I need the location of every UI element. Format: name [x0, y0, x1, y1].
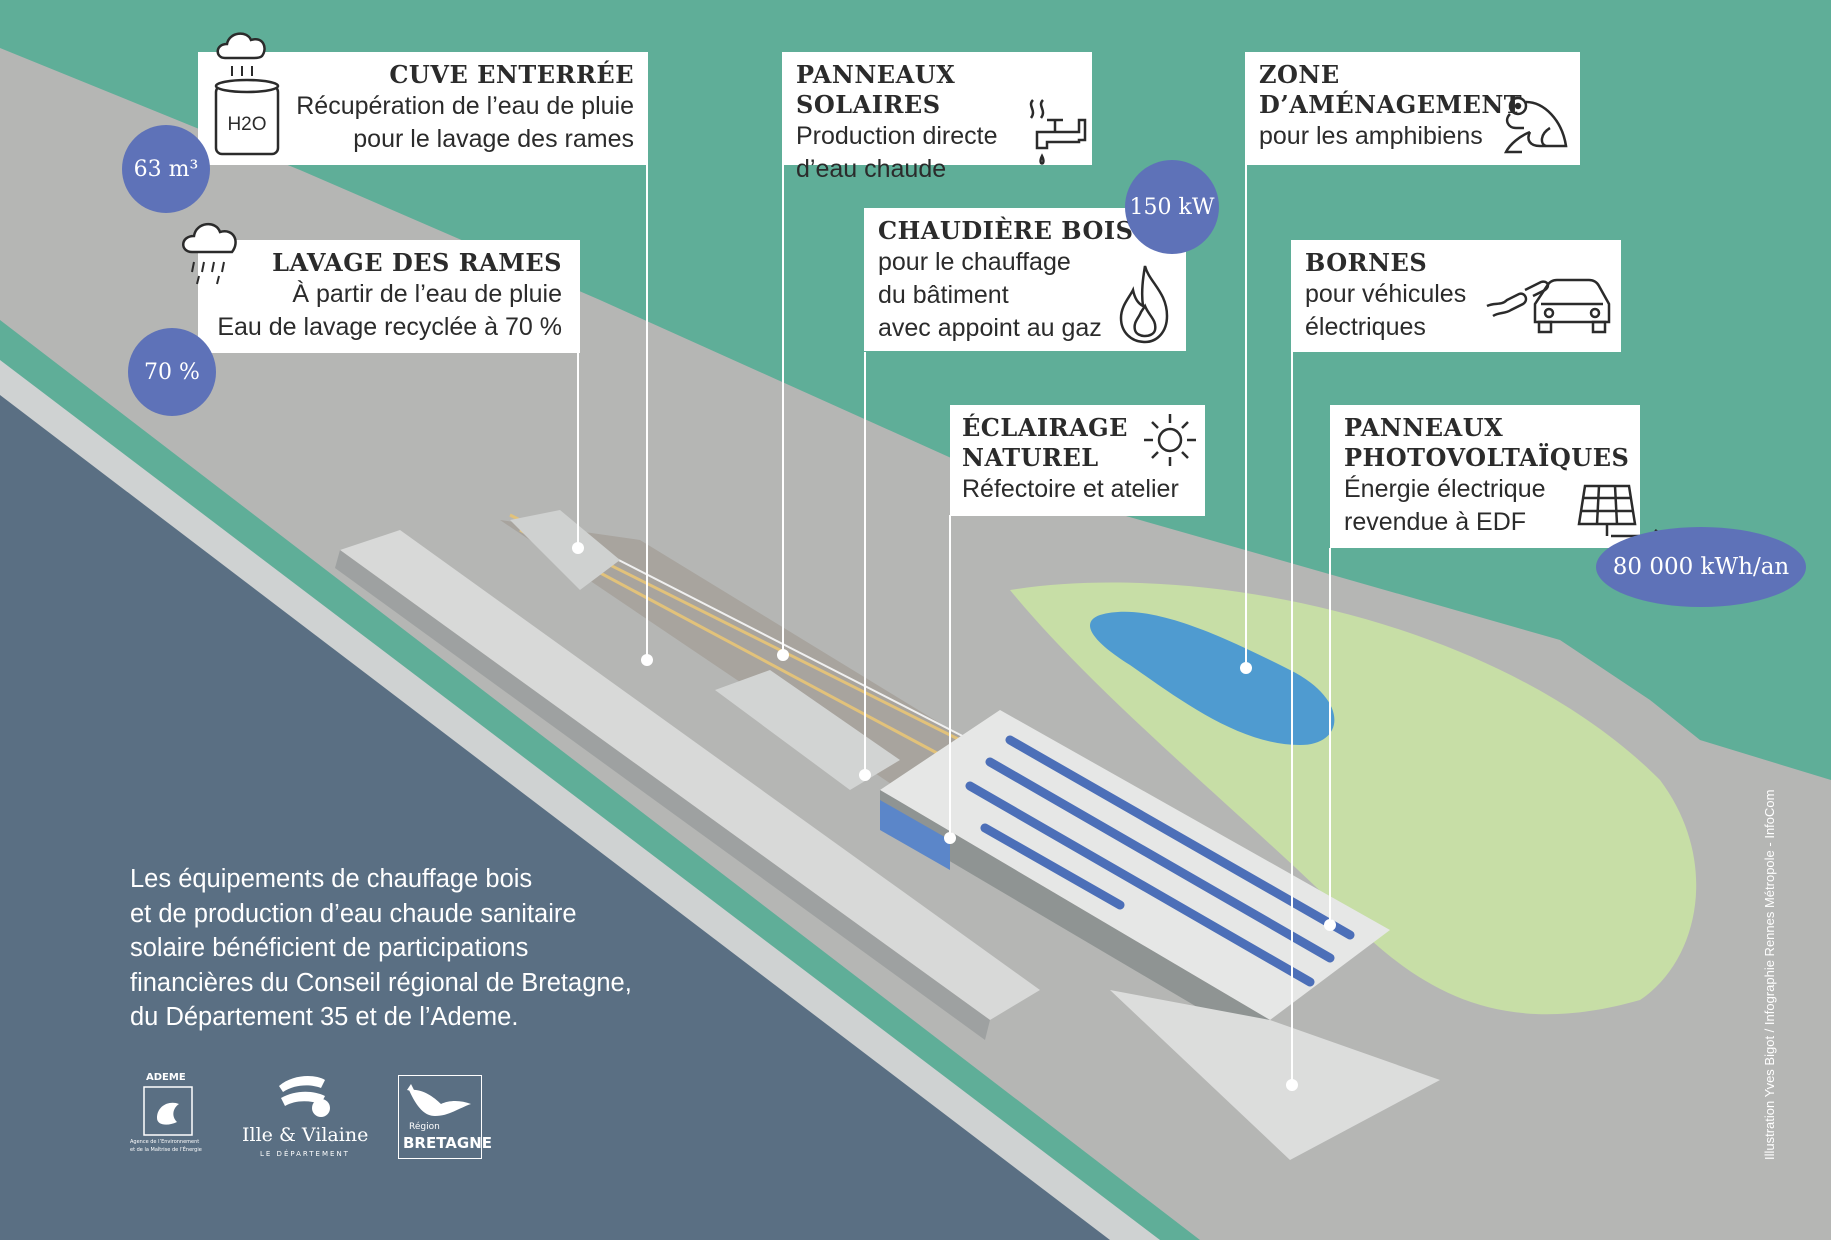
callout-title: ZONE D’AMÉNAGEMENT	[1259, 60, 1523, 119]
flame-icon	[1119, 265, 1169, 344]
ev-charging-car-icon	[1486, 278, 1611, 334]
callout-title: CUVE ENTERRÉE	[389, 60, 634, 89]
main-depot-roof	[880, 710, 1390, 1020]
rail-line	[559, 529, 981, 746]
callout-text: pour le chauffage du bâtiment avec appoi…	[878, 248, 1102, 342]
ademe-caption: Agence de l’Environnement et de la Maîtr…	[130, 1139, 202, 1153]
callout-text: Réfectoire et atelier	[962, 475, 1179, 503]
central-building	[715, 670, 900, 790]
glass-facade	[880, 800, 950, 870]
callout-chaudiere: CHAUDIÈRE BOIS pour le chauffage du bâti…	[864, 208, 1186, 351]
solar-panel-icon	[1577, 484, 1666, 543]
frog-icon	[1503, 96, 1568, 154]
callout-text: Énergie électrique revendue à EDF	[1344, 475, 1546, 536]
callout-bornes: BORNES pour véhicules électriques	[1291, 240, 1621, 352]
ille-et-vilaine-caption: LE DÉPARTEMENT	[260, 1150, 350, 1158]
badge-value: 63 m³	[133, 156, 199, 182]
cuve-volume-badge: 63 m³	[122, 125, 210, 213]
workshop-building-left-side	[335, 550, 990, 1040]
callout-title: CHAUDIÈRE BOIS	[878, 216, 1134, 245]
pv-energy-badge: 80 000 kWh/an	[1596, 527, 1806, 607]
badge-value: 80 000 kWh/an	[1612, 554, 1790, 580]
callout-title: BORNES	[1305, 248, 1428, 277]
ademe-name: ADEME	[146, 1072, 186, 1083]
main-depot-side	[880, 790, 1270, 1050]
wash-building	[510, 510, 620, 590]
hot-water-tap-icon	[1029, 99, 1087, 165]
callout-title: LAVAGE DES RAMES	[272, 248, 562, 277]
callout-title: ÉCLAIRAGE NATUREL	[962, 413, 1128, 472]
workshop-building-left	[340, 530, 1040, 1020]
leader-dots	[572, 542, 1336, 1091]
rain-cloud-icon	[182, 223, 237, 285]
pond	[1090, 611, 1335, 745]
callout-text: Production directe d’eau chaude	[796, 122, 998, 183]
badge-value: 150 kW	[1129, 194, 1215, 220]
rain-tank-icon: H2O	[214, 32, 280, 156]
callout-lavage: LAVAGE DES RAMES À partir de l’eau de pl…	[198, 240, 580, 353]
roof-skylights	[965, 735, 1355, 987]
green-verge	[0, 320, 1200, 1240]
region-label: Région	[409, 1122, 440, 1132]
road-shoulder	[0, 360, 1160, 1240]
ille-et-vilaine-logo: Ille & Vilaine LE DÉPARTEMENT	[240, 1072, 370, 1162]
callout-title: PANNEAUX PHOTOVOLTAÏQUES	[1344, 413, 1630, 472]
callout-title: PANNEAUX SOLAIRES	[796, 60, 956, 119]
ademe-emblem-icon	[143, 1086, 193, 1136]
annex-building	[1110, 990, 1440, 1160]
recycling-rate-badge: 70 %	[128, 328, 216, 416]
ademe-logo: ADEME Agence de l’Environnement et de la…	[128, 1072, 208, 1162]
region-bretagne-emblem-icon	[407, 1084, 471, 1116]
callout-zone: ZONE D’AMÉNAGEMENT pour les amphibiens	[1245, 52, 1580, 165]
callout-text: Récupération de l’eau de pluie pour le l…	[296, 92, 634, 153]
illustration-credit: Illustration Yves Bigot / Infographie Re…	[1762, 789, 1777, 1160]
callout-eclairage: ÉCLAIRAGE NATUREL Réfectoire et atelier	[950, 405, 1205, 516]
funding-note: Les équipements de chauffage bois et de …	[130, 865, 632, 1031]
callout-text: pour véhicules électriques	[1305, 280, 1467, 341]
bretagne-label: BRETAGNE	[403, 1134, 493, 1152]
callout-text: À partir de l’eau de pluie Eau de lavage…	[217, 280, 562, 341]
boiler-power-badge: 150 kW	[1125, 160, 1219, 254]
callout-text: pour les amphibiens	[1259, 122, 1483, 150]
badge-value: 70 %	[144, 359, 200, 385]
leader-lines	[577, 165, 1331, 1085]
region-bretagne-logo: Région BRETAGNE	[398, 1075, 492, 1159]
tank-label: H2O	[227, 114, 266, 135]
callout-photovoltaiques: PANNEAUX PHOTOVOLTAÏQUES Énergie électri…	[1330, 405, 1640, 548]
ille-et-vilaine-emblem-icon	[279, 1076, 330, 1117]
ille-et-vilaine-name: Ille & Vilaine	[242, 1124, 369, 1146]
callout-solaires: PANNEAUX SOLAIRES Production directe d’e…	[782, 52, 1092, 183]
sun-icon	[1144, 414, 1196, 466]
